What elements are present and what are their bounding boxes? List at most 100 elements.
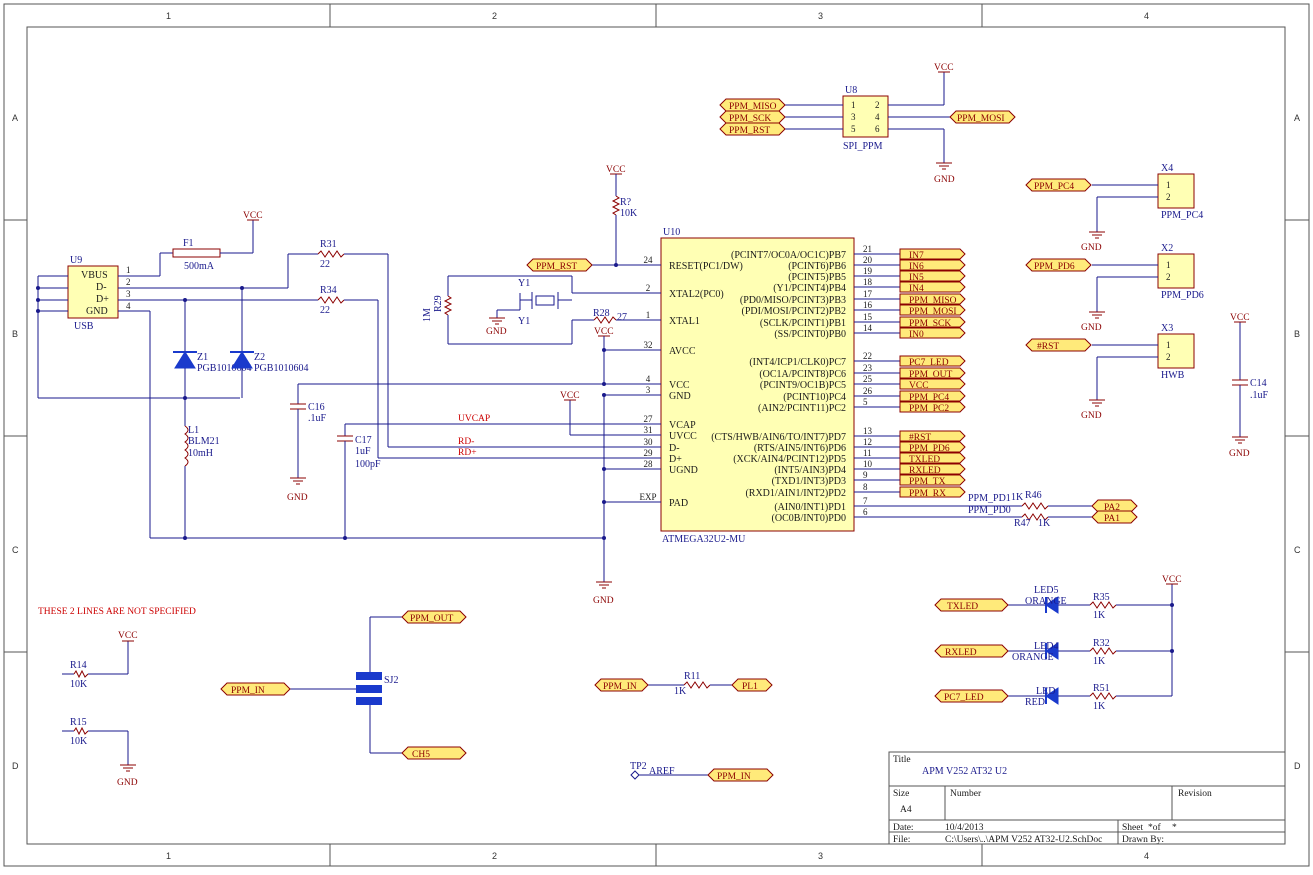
u10-left-pin-name: D+ xyxy=(669,454,682,465)
net-rdm-label: RD- xyxy=(458,437,474,447)
r15-resistor[interactable]: GND R15 10K xyxy=(62,717,138,788)
c14-capacitor[interactable]: C14 .1uF VCC GND xyxy=(1229,313,1269,459)
net-ppm-pd6-flag[interactable]: PPM_PD6 xyxy=(1026,259,1091,272)
u10-net-flag[interactable]: PPM_TX xyxy=(900,475,965,487)
u10-net-flag[interactable]: TXLED xyxy=(900,453,965,465)
net-ppm-rst-flag-a[interactable]: PPM_RST xyxy=(720,123,785,136)
u10-net-flag[interactable]: PPM_MISO xyxy=(900,294,965,306)
l1-ref: L1 xyxy=(188,425,199,436)
u10-right-pin-num: 22 xyxy=(863,351,872,361)
net-ppm-rst-flag-b[interactable]: PPM_RST xyxy=(527,259,592,272)
x4-header[interactable]: X4 PPM_PC4 1 2 xyxy=(1092,163,1203,232)
c17-capacitor[interactable]: C17 1uF 100pF xyxy=(337,424,640,538)
net-pc7-led-flag[interactable]: PC7_LED xyxy=(935,690,1008,703)
tp2-testpoint[interactable]: TP2 AREF xyxy=(630,761,708,779)
u10-right-pin-num: 17 xyxy=(863,289,873,299)
r51-val: 1K xyxy=(1093,701,1106,712)
r11-val: 1K xyxy=(674,686,687,697)
net-rxled-flag[interactable]: RXLED xyxy=(935,645,1008,658)
u9-pin-dm: D- xyxy=(96,282,107,293)
u8-spi-header[interactable]: U8 SPI_PPM 1 2 3 4 5 6 xyxy=(785,72,950,163)
u10-microcontroller[interactable]: U10 ATMEGA32U2-MU 24RESET(PC1/DW)2XTAL2(… xyxy=(639,227,1022,545)
r34-resistor[interactable]: R34 22 xyxy=(318,285,640,458)
u10-net-flag[interactable]: RXLED xyxy=(900,464,965,476)
u10-net-flag[interactable]: PPM_PC2 xyxy=(900,402,965,414)
u10-ref: U10 xyxy=(663,227,680,238)
u10-net-flag[interactable]: IN6 xyxy=(900,260,965,272)
u10-net-flag[interactable]: IN4 xyxy=(900,282,965,294)
u10-net-flag[interactable]: PPM_OUT xyxy=(900,368,965,380)
u10-net-flag[interactable]: IN7 xyxy=(900,249,965,261)
sj2-solder-jumper[interactable]: SJ2 xyxy=(290,617,402,753)
u10-right-pin-num: 11 xyxy=(863,448,872,458)
net-ppm-in-flag-c[interactable]: PPM_IN xyxy=(708,769,773,782)
u10-left-pin-name: RESET(PC1/DW) xyxy=(669,261,743,272)
net-ppm-in-label-c: PPM_IN xyxy=(717,772,751,782)
u10-left-pin-name: VCAP xyxy=(669,420,696,431)
net-ppm-out-flag[interactable]: PPM_OUT xyxy=(402,611,466,624)
z1-ref: Z1 xyxy=(197,352,208,363)
u10-net-flag[interactable]: VCC xyxy=(900,379,965,391)
u10-net-flag[interactable]: PC7_LED xyxy=(900,356,965,368)
net-ppm-in-flag-a[interactable]: PPM_IN xyxy=(221,683,290,696)
u10-net-flag[interactable]: #RST xyxy=(900,431,965,443)
y1-ref2: Y1 xyxy=(518,316,530,327)
u10-net-flag[interactable]: PPM_SCK xyxy=(900,317,965,329)
net-ppm-pd0-label: PPM_PD0 xyxy=(968,505,1011,516)
net-ppm-in-flag-b[interactable]: PPM_IN xyxy=(595,679,648,692)
x4-name: PPM_PC4 xyxy=(1161,210,1203,221)
u10-right-pin-name: (SCLK/PCINT1)PB1 xyxy=(760,318,846,329)
f1-fuse[interactable]: F1 500mA VCC xyxy=(118,211,263,276)
net-ch5-flag[interactable]: CH5 xyxy=(402,747,466,760)
title-block: Title APM V252 AT32 U2 Size A4 Number Re… xyxy=(889,752,1285,845)
x2-header[interactable]: X2 PPM_PD6 1 2 xyxy=(1092,243,1204,312)
gnd-label-x4: GND xyxy=(1081,243,1102,253)
net-ppm-mosi-flag[interactable]: PPM_MOSI xyxy=(950,111,1015,124)
led4-rxled[interactable]: LED4 ORANGE R32 1K xyxy=(1008,638,1174,667)
r47-resistor[interactable]: R47 1K xyxy=(1014,514,1092,529)
z2-tvs-diode[interactable]: Z2 PGB1010604 xyxy=(230,288,308,398)
u10-net-flag[interactable]: IN0 xyxy=(900,328,965,340)
r28-resistor[interactable]: R28 27 xyxy=(593,308,640,323)
u10-net-flag[interactable]: PPM_PD6 xyxy=(900,442,965,454)
r46-val: 1K xyxy=(1011,492,1024,503)
vcc-symbol-u8: VCC xyxy=(934,63,954,73)
zone-col-4-top: 4 xyxy=(1144,11,1149,21)
u9-pin-dp: D+ xyxy=(96,294,109,305)
net-pl1-label: PL1 xyxy=(742,682,758,692)
r14-resistor[interactable]: VCC R14 10K xyxy=(62,631,138,690)
vcc-label-reset: VCC xyxy=(606,165,626,175)
u10-net-flag[interactable]: PPM_MOSI xyxy=(900,305,965,317)
net-ppm-sck-flag[interactable]: PPM_SCK xyxy=(720,111,785,124)
x2-pin-1: 1 xyxy=(1166,260,1171,270)
net-pc7-led-label: PC7_LED xyxy=(944,693,984,703)
c17-ref: C17 xyxy=(355,435,372,446)
u10-net-flag[interactable]: IN5 xyxy=(900,271,965,283)
net-ppm-pc4-flag[interactable]: PPM_PC4 xyxy=(1026,179,1091,192)
rq-ref: R? xyxy=(620,197,632,208)
z1-tvs-diode[interactable]: Z1 PGB1010604 xyxy=(173,300,251,398)
net-ppm-miso-flag[interactable]: PPM_MISO xyxy=(720,99,785,112)
net-pl1-flag[interactable]: PL1 xyxy=(732,679,772,692)
r11-resistor[interactable]: R11 1K xyxy=(648,671,732,697)
u10-net-flag[interactable]: PPM_RX xyxy=(900,487,965,499)
net-txled-flag[interactable]: TXLED xyxy=(935,599,1008,612)
r-pullup-reset[interactable]: VCC R? 10K xyxy=(592,165,640,267)
l1-ferrite[interactable]: L1 BLM21 10mH xyxy=(183,396,220,540)
led5-txled[interactable]: LED5 ORANGE R35 1K xyxy=(1008,585,1174,621)
u10-right-pin-num: 12 xyxy=(863,437,872,447)
zone-row-a-left: A xyxy=(12,113,18,123)
x3-header[interactable]: X3 HWB 1 2 xyxy=(1092,323,1194,400)
u10-right-pin-name: (PD0/MISO/PCINT3)PB3 xyxy=(740,295,846,306)
u10-right-pin-name: (RTS/AIN5/INT6)PD6 xyxy=(754,443,846,454)
net-pa1-flag[interactable]: PA1 xyxy=(1092,511,1137,524)
gnd-symbol-x4: GND xyxy=(1081,232,1105,253)
led3-pc7led[interactable]: LED RED R51 1K xyxy=(1008,683,1172,712)
zone-col-3-top: 3 xyxy=(818,11,823,21)
u10-net-flag[interactable]: PPM_PC4 xyxy=(900,391,965,403)
r46-resistor[interactable]: 1K R46 xyxy=(1011,490,1092,509)
u10-right-pin-num: 23 xyxy=(863,363,873,373)
u10-right-pin-name: (INT5/AIN3)PD4 xyxy=(774,465,846,476)
tb-title-label: Title xyxy=(893,755,911,765)
net-rst-flag-x3[interactable]: #RST xyxy=(1026,339,1091,352)
